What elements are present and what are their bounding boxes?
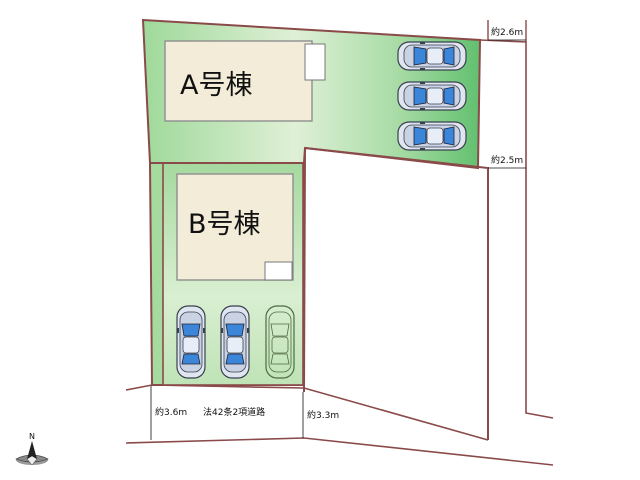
dimension-north-top-label: 約2.6m [491, 26, 523, 38]
dimension-north-mid: 約2.5m [488, 154, 526, 169]
building-a [164, 40, 313, 122]
parking-space-b1 [176, 305, 206, 379]
north-arrow-icon: N [15, 432, 49, 466]
parking-space-b2 [220, 305, 250, 379]
dimension-south-left: 約3.6m [150, 386, 187, 440]
building-a-porch [304, 43, 326, 81]
dimension-south-right: 約3.3m [302, 392, 339, 438]
dimension-north-mid-label: 約2.5m [491, 154, 523, 166]
dimension-south-left-label: 約3.6m [155, 406, 187, 418]
road-edge-south-bottom [125, 437, 554, 466]
building-b-porch [264, 261, 293, 281]
compass-label: N [29, 432, 35, 441]
parking-space-a3 [397, 121, 467, 151]
parking-space-a2 [397, 81, 467, 111]
road-edge-south-top [125, 384, 489, 441]
dimension-north-top: 約2.6m [488, 26, 526, 41]
parking-space-a1 [397, 41, 467, 71]
dimension-south-right-label: 約3.3m [307, 409, 339, 421]
road-edge-north [479, 39, 554, 419]
building-a-label: A号棟 [180, 70, 252, 101]
road-label: 法42条2項道路 [203, 406, 265, 418]
building-b-label: B号棟 [188, 209, 261, 240]
